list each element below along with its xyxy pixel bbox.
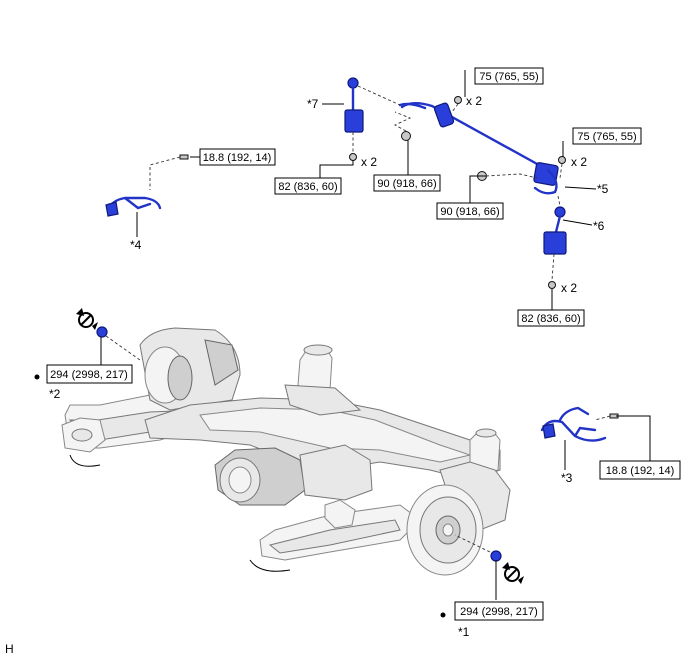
rear-subframe-assembly [61, 327, 511, 576]
torque-box-t4: 82 (836, 60) [274, 177, 342, 195]
stabilizer-link-left [344, 77, 364, 133]
quantity-label-q1: x 2 [466, 94, 482, 108]
torque-label: 82 (836, 60) [278, 181, 337, 193]
torque-box-t10: 294 (2998, 217) [454, 601, 544, 621]
torque-box-t8: 294 (2998, 217) [46, 364, 133, 384]
speed-sensor-wire-right [540, 406, 607, 442]
torque-box-t6: 90 (918, 66) [436, 202, 504, 220]
leader-lines [100, 70, 651, 600]
callout-label-6: *6 [593, 219, 605, 233]
torque-box-t9: 18.8 (192, 14) [599, 460, 681, 480]
callout-label-4: *4 [130, 238, 142, 252]
nut-link-right-bottom [548, 281, 556, 289]
quantity-label-q4: x 2 [561, 281, 577, 295]
corner-reference-label: H [5, 642, 14, 656]
assembly-guides [105, 85, 611, 553]
stabilizer-link-right [543, 206, 567, 255]
torque-box-t2: 75 (765, 55) [572, 127, 642, 145]
torque-label: 18.8 (192, 14) [203, 152, 272, 164]
hub-nut-right [490, 550, 502, 562]
torque-label: 82 (836, 60) [521, 313, 580, 325]
torque-label: 18.8 (192, 14) [606, 465, 675, 477]
callout-label-2: *2 [49, 387, 61, 401]
nut-link-right-top [558, 156, 566, 164]
callout-label-5: *5 [597, 182, 609, 196]
rotation-arrow-icon [76, 308, 98, 330]
torque-label: 75 (765, 55) [479, 71, 538, 83]
callout-label-7: *7 [307, 97, 319, 111]
nut-bracket-left [401, 131, 411, 141]
callout-label-1: *1 [458, 625, 470, 639]
bullet-dot-icon [34, 374, 40, 380]
rotation-arrow-icon [502, 562, 524, 584]
torque-label: 294 (2998, 217) [460, 606, 538, 618]
bolt-sensor-left [179, 154, 189, 160]
hub-nut-left [96, 326, 108, 338]
torque-label: 90 (918, 66) [440, 206, 499, 218]
torque-box-t1: 75 (765, 55) [474, 67, 544, 85]
stabilizer-bar [398, 102, 559, 195]
quantity-label-q3: x 2 [571, 155, 587, 169]
callout-label-3: *3 [561, 471, 573, 485]
bullet-dot-icon [440, 612, 446, 618]
nut-link-left-bottom [349, 153, 357, 161]
quantity-label-q2: x 2 [361, 155, 377, 169]
torque-label: 90 (918, 66) [377, 178, 436, 190]
nut-stabilizer-link-top [454, 96, 462, 104]
torque-box-t7: 82 (836, 60) [517, 309, 585, 327]
bolt-sensor-right [609, 413, 619, 419]
torque-box-t3: 18.8 (192, 14) [199, 148, 276, 166]
torque-label: 294 (2998, 217) [50, 369, 128, 381]
speed-sensor-wire-left [105, 196, 162, 217]
torque-label: 75 (765, 55) [577, 131, 636, 143]
torque-box-t5: 90 (918, 66) [373, 174, 441, 192]
